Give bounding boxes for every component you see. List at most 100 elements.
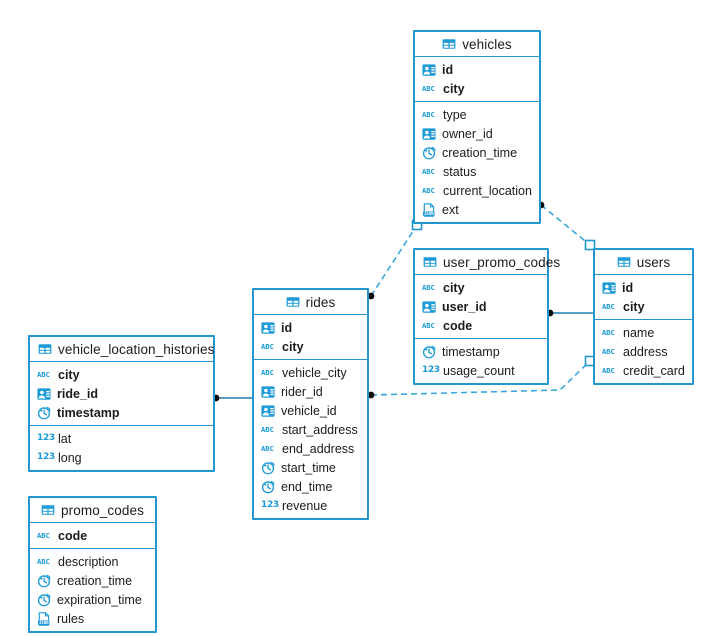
relationship-rel-upc-users[interactable]: [546, 309, 593, 317]
column-name: lat: [58, 431, 72, 446]
table-row[interactable]: ABC status: [415, 162, 539, 181]
table-row[interactable]: ride_id: [30, 384, 213, 403]
table-name: vehicle_location_histories: [58, 341, 215, 357]
string-icon: ABC: [602, 327, 615, 337]
column-name: usage_count: [443, 363, 515, 378]
table-header-vehicle_location_histories[interactable]: vehicle_location_histories: [30, 337, 215, 362]
table-row[interactable]: id: [595, 278, 692, 297]
table-row[interactable]: timestamp: [415, 342, 547, 361]
table-header-user_promo_codes[interactable]: user_promo_codes: [415, 250, 560, 275]
column-name: owner_id: [442, 126, 493, 141]
uuid-icon: [261, 404, 275, 418]
string-icon: ABC: [422, 185, 435, 195]
table-row[interactable]: creation_time: [415, 143, 539, 162]
column-name: id: [281, 320, 293, 335]
table-row[interactable]: ABC code: [30, 526, 155, 545]
string-icon: ABC: [602, 346, 615, 356]
column-name: end_time: [281, 479, 333, 494]
table-row[interactable]: user_id: [415, 297, 547, 316]
table-row[interactable]: ABC code: [415, 316, 547, 335]
column-name: long: [58, 450, 82, 465]
table-row[interactable]: owner_id: [415, 124, 539, 143]
column-name: end_address: [282, 441, 355, 456]
uuid-icon: [261, 385, 275, 399]
relationship-rel-vlh-rides[interactable]: [212, 394, 252, 402]
table-row[interactable]: expiration_time: [30, 590, 155, 609]
uuid-icon: [37, 387, 51, 401]
table-row[interactable]: timestamp: [30, 403, 213, 422]
table-row[interactable]: id: [254, 318, 367, 337]
string-icon: ABC: [602, 365, 615, 375]
string-icon: ABC: [37, 530, 50, 540]
relationship-rel-vehicles-users[interactable]: [537, 201, 596, 251]
column-name: id: [442, 62, 454, 77]
column-name: code: [58, 528, 88, 543]
string-icon: ABC: [261, 443, 274, 453]
column-name: ext: [442, 202, 459, 217]
column-name: vehicle_id: [281, 403, 337, 418]
timestamp-icon: [261, 461, 275, 475]
column-name: user_id: [442, 299, 487, 314]
string-icon: ABC: [261, 424, 274, 434]
table-row[interactable]: ABC city: [415, 278, 547, 297]
column-name: city: [443, 280, 465, 295]
table-row[interactable]: start_time: [254, 458, 367, 477]
table-header-vehicles[interactable]: vehicles: [415, 32, 539, 57]
number-icon: 123: [261, 500, 279, 510]
table-header-rides[interactable]: rides: [254, 290, 367, 315]
column-name: timestamp: [57, 405, 120, 420]
table-row[interactable]: creation_time: [30, 571, 155, 590]
string-icon: ABC: [422, 166, 435, 176]
uuid-icon: [602, 281, 616, 295]
timestamp-icon: [37, 593, 51, 607]
table-row[interactable]: ABC end_address: [254, 439, 367, 458]
table-row[interactable]: rider_id: [254, 382, 367, 401]
table-row[interactable]: id: [415, 60, 539, 79]
table-name: promo_codes: [61, 502, 144, 518]
table-header-promo_codes[interactable]: promo_codes: [30, 498, 155, 523]
table-row[interactable]: vehicle_id: [254, 401, 367, 420]
column-name: revenue: [282, 498, 328, 513]
table-row[interactable]: end_time: [254, 477, 367, 496]
string-icon: ABC: [422, 320, 435, 330]
column-name: rider_id: [281, 384, 323, 399]
string-icon: ABC: [422, 282, 435, 292]
column-name: status: [443, 164, 477, 179]
table-icon: [423, 255, 437, 269]
table-name: vehicles: [462, 36, 512, 52]
table-header-users[interactable]: users: [595, 250, 692, 275]
json-icon: JSON: [37, 611, 51, 626]
column-name: code: [443, 318, 473, 333]
